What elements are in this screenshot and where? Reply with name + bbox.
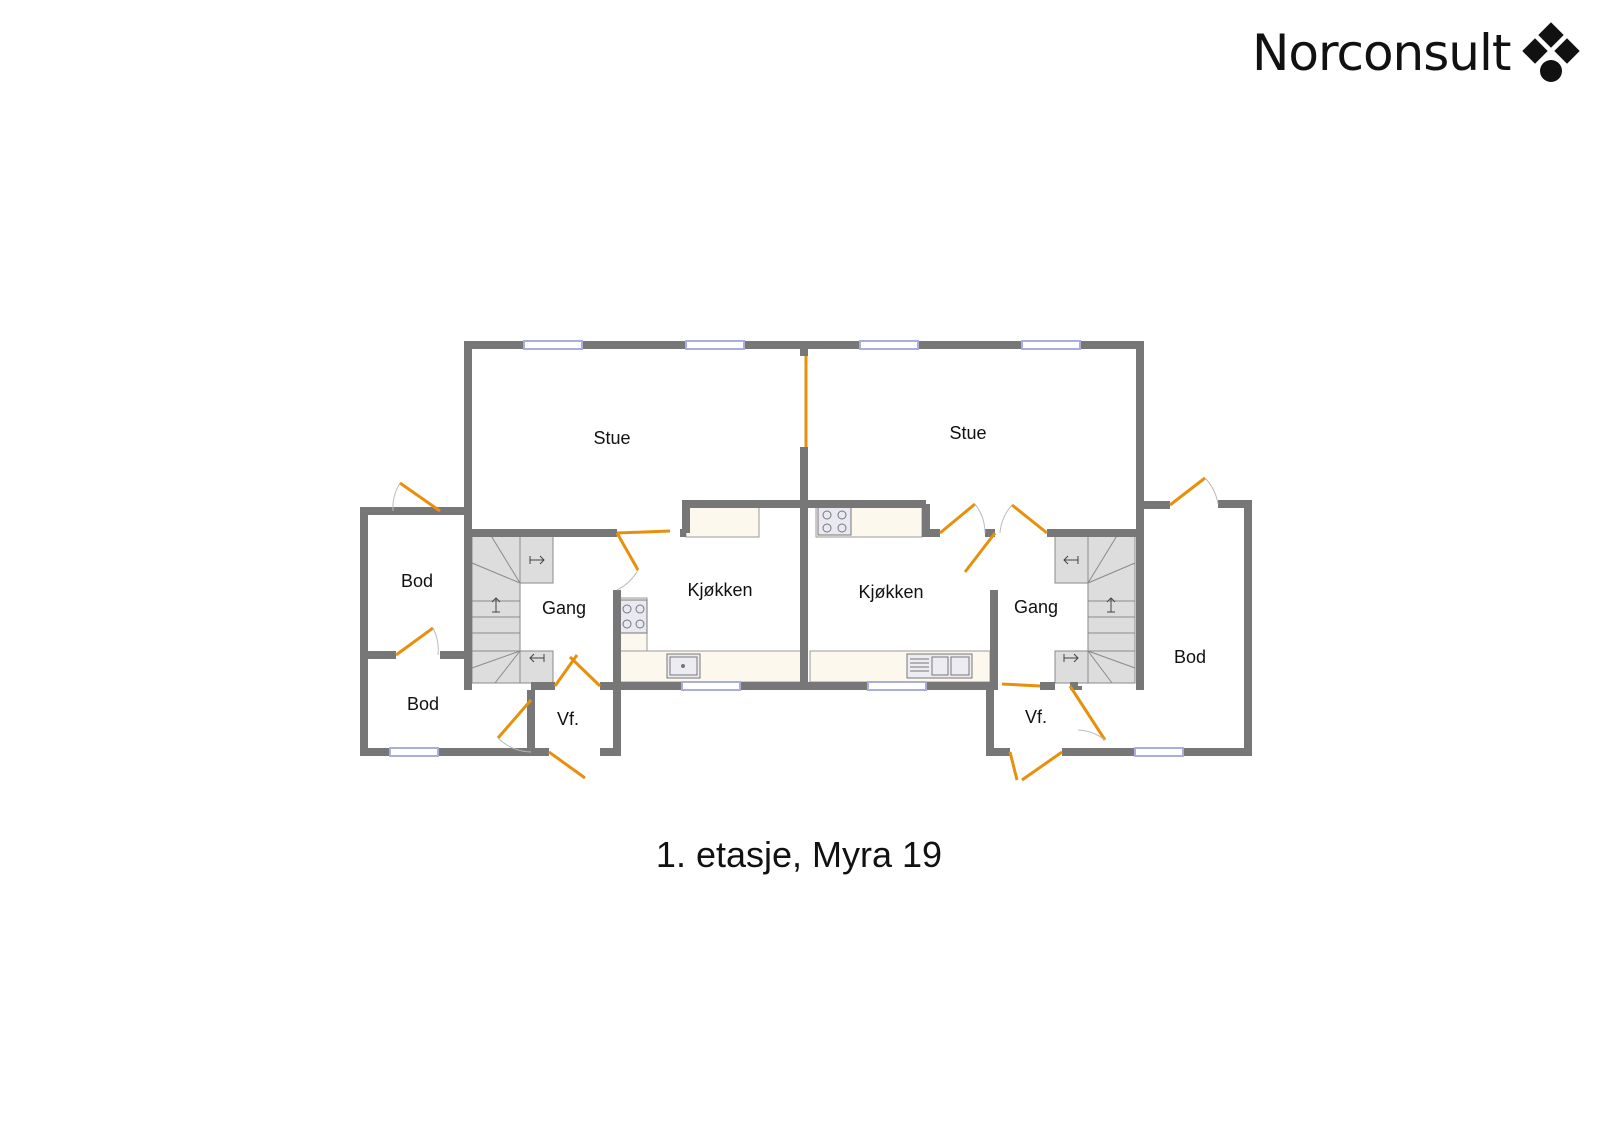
label-stue-right: Stue — [949, 423, 986, 443]
label-bod-left-top: Bod — [401, 571, 433, 591]
norconsult-diamond-icon — [1522, 22, 1581, 82]
doors — [395, 356, 1206, 782]
label-vf-right: Vf. — [1025, 707, 1047, 727]
door-swings — [392, 477, 1219, 753]
stair-arrows — [491, 555, 1116, 663]
label-kjokken-right: Kjøkken — [858, 582, 923, 602]
label-stue-left: Stue — [593, 428, 630, 448]
staircase-left — [471, 533, 554, 684]
plan-caption: 1. etasje, Myra 19 — [0, 834, 1600, 876]
staircase-right — [1054, 533, 1136, 684]
windows — [389, 340, 1184, 757]
label-bod-left-bottom: Bod — [407, 694, 439, 714]
norconsult-logo: Norconsult — [1252, 22, 1588, 84]
sink-icon — [666, 653, 973, 679]
label-kjokken-left: Kjøkken — [687, 580, 752, 600]
label-vf-left: Vf. — [557, 709, 579, 729]
brand-name: Norconsult — [1252, 24, 1511, 82]
label-gang-right: Gang — [1014, 597, 1058, 617]
room-labels: Stue Stue Kjøkken Kjøkken Gang Gang Bod … — [401, 423, 1206, 729]
label-gang-left: Gang — [542, 598, 586, 618]
label-bod-right: Bod — [1174, 647, 1206, 667]
caption-text: 1. etasje, Myra 19 — [655, 834, 943, 875]
